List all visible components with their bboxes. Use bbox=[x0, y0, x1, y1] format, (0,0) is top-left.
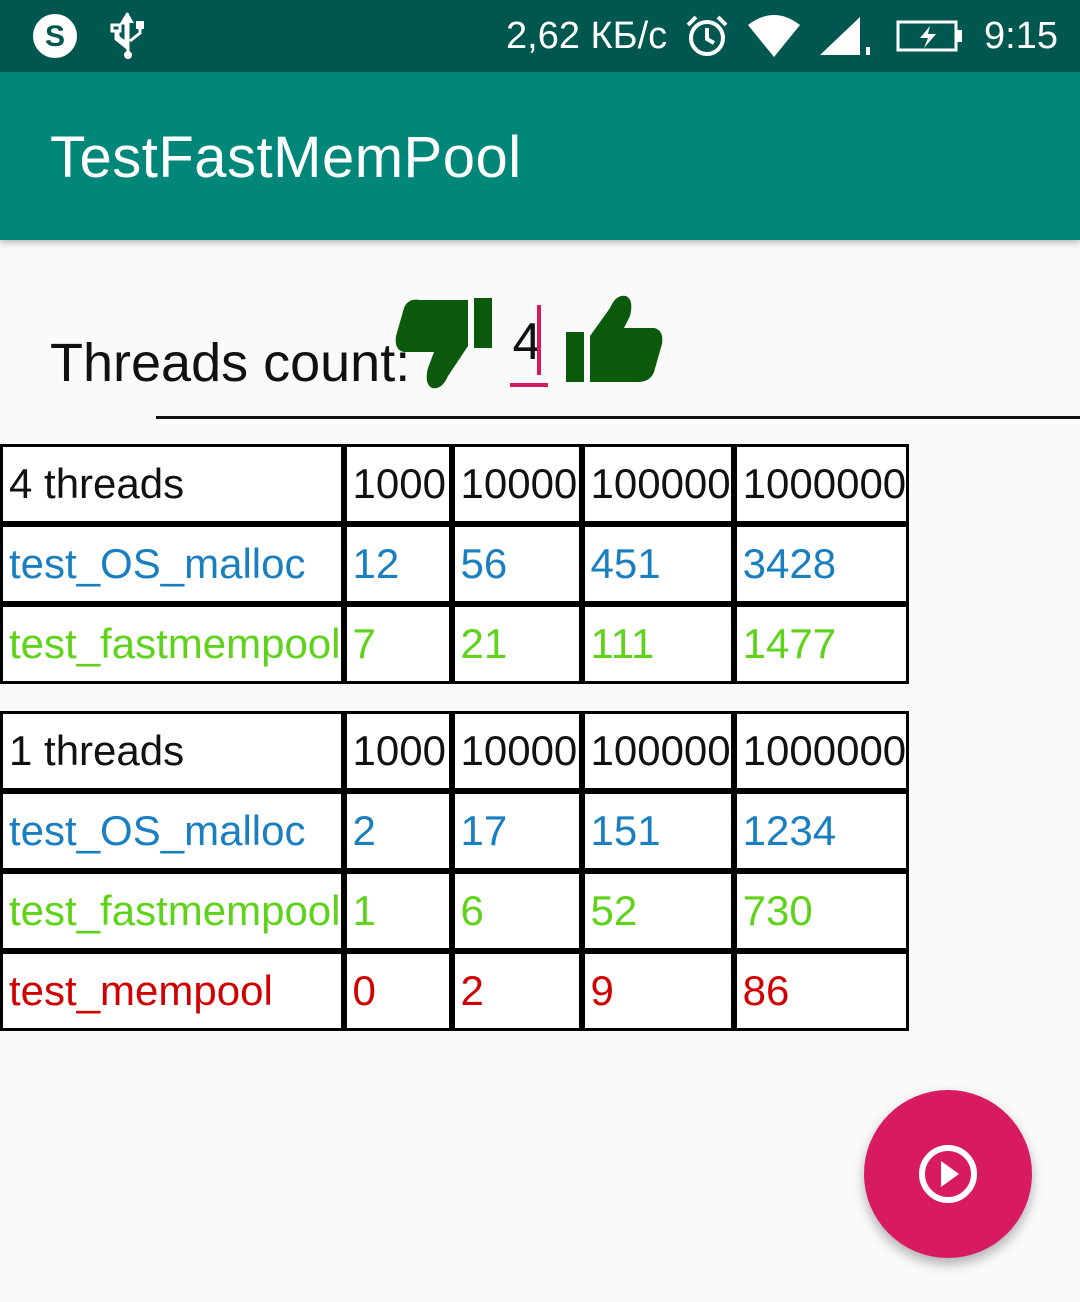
column-header-cell: 10000 bbox=[451, 711, 582, 791]
usb-icon bbox=[108, 0, 148, 72]
battery-charging-icon bbox=[896, 0, 964, 72]
svg-text:S: S bbox=[45, 20, 65, 53]
column-header-cell: 1000000 bbox=[733, 711, 910, 791]
input-divider bbox=[156, 416, 1080, 419]
value-cell: 17 bbox=[451, 791, 582, 871]
app-title: TestFastMemPool bbox=[50, 125, 522, 190]
column-header-cell: 10000 bbox=[451, 444, 582, 524]
column-header-cell: 1000000 bbox=[733, 444, 910, 524]
run-button[interactable] bbox=[864, 1090, 1032, 1258]
wifi-icon bbox=[746, 0, 802, 72]
text-cursor bbox=[537, 305, 541, 375]
value-cell: 21 bbox=[451, 604, 582, 684]
clock: 9:15 bbox=[984, 14, 1058, 57]
skype-icon: S bbox=[30, 0, 80, 72]
value-cell: 9 bbox=[581, 951, 734, 1031]
table-title-cell: 1 threads bbox=[0, 711, 344, 791]
column-header-cell: 1000 bbox=[343, 711, 452, 791]
row-label-cell: test_mempool bbox=[0, 951, 344, 1031]
app-bar: TestFastMemPool bbox=[0, 72, 1080, 240]
value-cell: 3428 bbox=[733, 524, 910, 604]
value-cell: 1234 bbox=[733, 791, 910, 871]
row-label-cell: test_fastmempool bbox=[0, 871, 344, 951]
value-cell: 151 bbox=[581, 791, 734, 871]
threads-count-input[interactable]: 4 bbox=[512, 313, 542, 371]
value-cell: 1477 bbox=[733, 604, 910, 684]
value-cell: 7 bbox=[343, 604, 452, 684]
column-header-cell: 100000 bbox=[581, 711, 734, 791]
value-cell: 2 bbox=[343, 791, 452, 871]
alarm-icon bbox=[684, 0, 730, 72]
value-cell: 56 bbox=[451, 524, 582, 604]
signal-icon bbox=[818, 0, 874, 72]
value-cell: 730 bbox=[733, 871, 910, 951]
threads-count-label: Threads count: bbox=[50, 333, 411, 393]
row-label-cell: test_OS_malloc bbox=[0, 524, 344, 604]
value-cell: 0 bbox=[343, 951, 452, 1031]
thumbs-up-icon[interactable] bbox=[562, 292, 666, 391]
threads-count-underline bbox=[510, 383, 548, 387]
column-header-cell: 100000 bbox=[581, 444, 734, 524]
value-cell: 52 bbox=[581, 871, 734, 951]
value-cell: 1 bbox=[343, 871, 452, 951]
value-cell: 6 bbox=[451, 871, 582, 951]
row-label-cell: test_fastmempool bbox=[0, 604, 344, 684]
value-cell: 12 bbox=[343, 524, 452, 604]
value-cell: 86 bbox=[733, 951, 910, 1031]
row-label-cell: test_OS_malloc bbox=[0, 791, 344, 871]
play-circle-icon bbox=[919, 1145, 977, 1203]
status-bar: S 2,62 КБ/с bbox=[0, 0, 1080, 72]
table-title-cell: 4 threads bbox=[0, 444, 344, 524]
network-speed: 2,62 КБ/с bbox=[506, 14, 668, 57]
value-cell: 2 bbox=[451, 951, 582, 1031]
thumbs-down-icon[interactable] bbox=[392, 298, 496, 397]
value-cell: 451 bbox=[581, 524, 734, 604]
column-header-cell: 1000 bbox=[343, 444, 452, 524]
value-cell: 111 bbox=[581, 604, 734, 684]
